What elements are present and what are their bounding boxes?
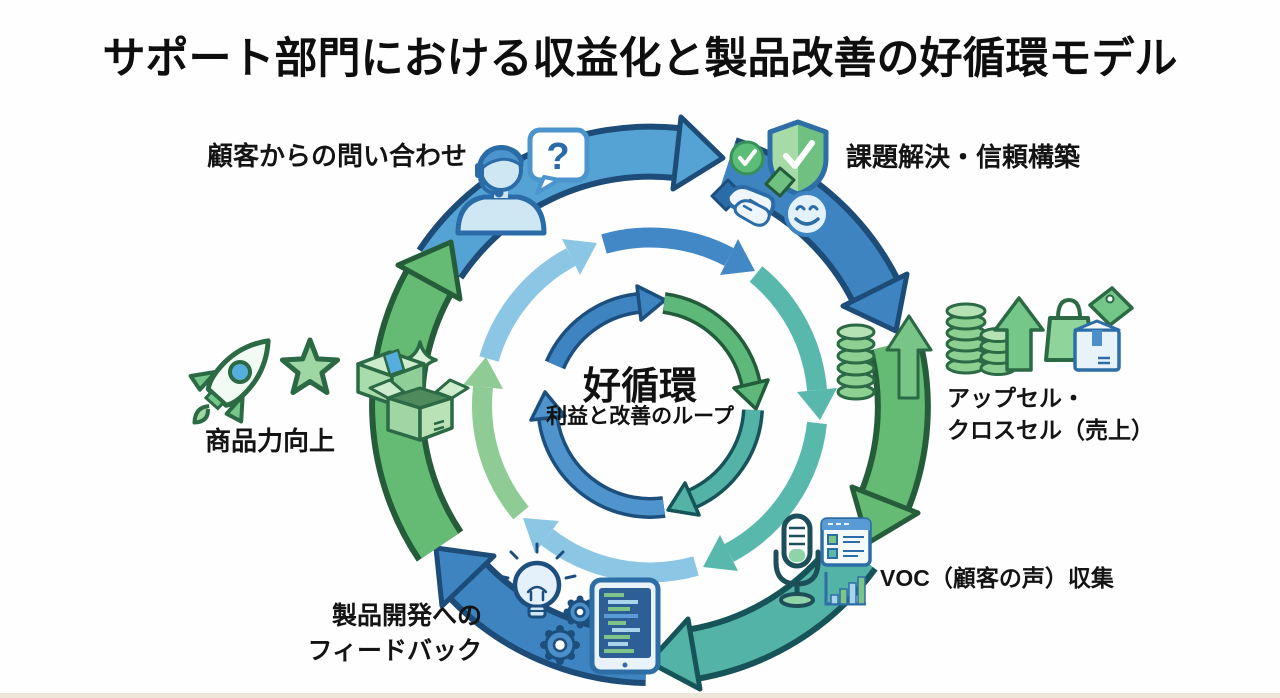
growth-arrow-on-ring-icon — [885, 314, 933, 400]
step-label-upsell: アップセル・ クロスセル（売上） — [947, 382, 1154, 446]
handshake-icon — [710, 166, 796, 227]
smiley-icon — [784, 191, 830, 237]
question-mark-glyph: ? — [546, 136, 569, 178]
center-heading: 好循環 — [582, 366, 698, 408]
boxes-icon — [356, 348, 470, 442]
code-tablet-icon — [589, 577, 661, 675]
package-box-icon — [1073, 319, 1121, 372]
step-label-inquiry: 顧客からの問い合わせ — [207, 141, 468, 171]
growth-arrow-icon — [993, 296, 1045, 372]
inner-ring-arrows — [529, 284, 770, 519]
step-label-voc: VOC（顧客の声）収集 — [880, 565, 1114, 591]
step-label-feedback-line2: フィードバック — [307, 637, 482, 665]
step-label-upsell-line1: アップセル・ — [947, 385, 1085, 411]
question-bubble-icon: ? — [527, 127, 590, 195]
middle-ring-arrows — [463, 227, 837, 583]
check-circle-icon — [729, 140, 765, 176]
lightbulb-icon — [497, 542, 577, 619]
star-icon — [279, 337, 341, 395]
bottom-strip — [0, 693, 1280, 698]
rocket-icon — [188, 338, 271, 425]
step-label-feedback-line1: 製品開発への — [331, 602, 482, 630]
microphone-icon — [773, 513, 821, 608]
outer-ring-segment-voc — [646, 537, 878, 692]
step-label-feedback: 製品開発への フィードバック — [278, 599, 482, 669]
page-title: サポート部門における収益化と製品改善の好循環モデル — [102, 35, 1178, 83]
step-label-upsell-line2: クロスセル（売上） — [947, 417, 1154, 443]
support-agent-icon — [455, 144, 547, 236]
center-subheading: 利益と改善のループ — [546, 405, 734, 428]
survey-form-icon — [820, 517, 872, 567]
price-tag-icon — [1088, 286, 1134, 327]
step-label-product: 商品力向上 — [205, 426, 336, 456]
coin-stack-on-ring-icon — [836, 323, 876, 401]
bar-chart-icon — [824, 572, 866, 606]
step-label-trust: 課題解決・信頼構築 — [846, 142, 1081, 172]
gears-icon — [540, 595, 597, 665]
